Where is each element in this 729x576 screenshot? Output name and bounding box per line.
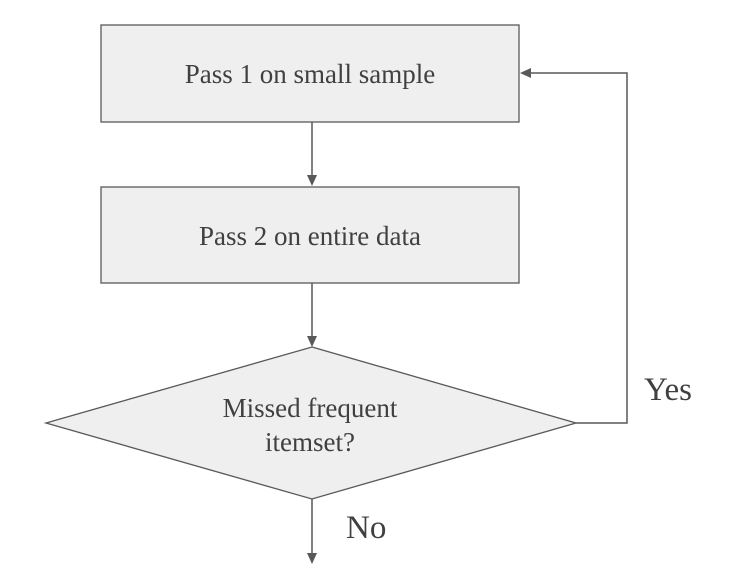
yes-label: Yes [644, 372, 692, 408]
pass1-node: Pass 1 on small sample [100, 24, 520, 123]
edge-pass2-to-decision [307, 283, 317, 347]
edge-yes-loop: Yes [520, 68, 692, 424]
pass1-box [100, 24, 520, 123]
pass2-box [100, 186, 520, 284]
edge-pass2-to-decision-arrowhead [307, 336, 317, 347]
no-label: No [346, 510, 386, 546]
decision-label-line2: itemset? [265, 427, 355, 457]
pass1-label: Pass 1 on small sample [185, 59, 436, 89]
pass2-node: Pass 2 on entire data [100, 186, 520, 284]
pass2-label: Pass 2 on entire data [199, 221, 421, 251]
decision-label-line1: Missed frequent [223, 393, 398, 423]
decision-node: Missed frequent itemset? [43, 346, 579, 500]
edge-no-exit: No [307, 499, 386, 564]
edge-pass1-to-pass2-arrowhead [307, 175, 317, 186]
edge-yes-loop-line [530, 72, 628, 424]
edge-pass1-to-pass2 [307, 122, 317, 186]
decision-diamond [43, 346, 579, 500]
edge-no-exit-arrowhead [307, 553, 317, 564]
edge-yes-loop-arrowhead [520, 68, 531, 78]
